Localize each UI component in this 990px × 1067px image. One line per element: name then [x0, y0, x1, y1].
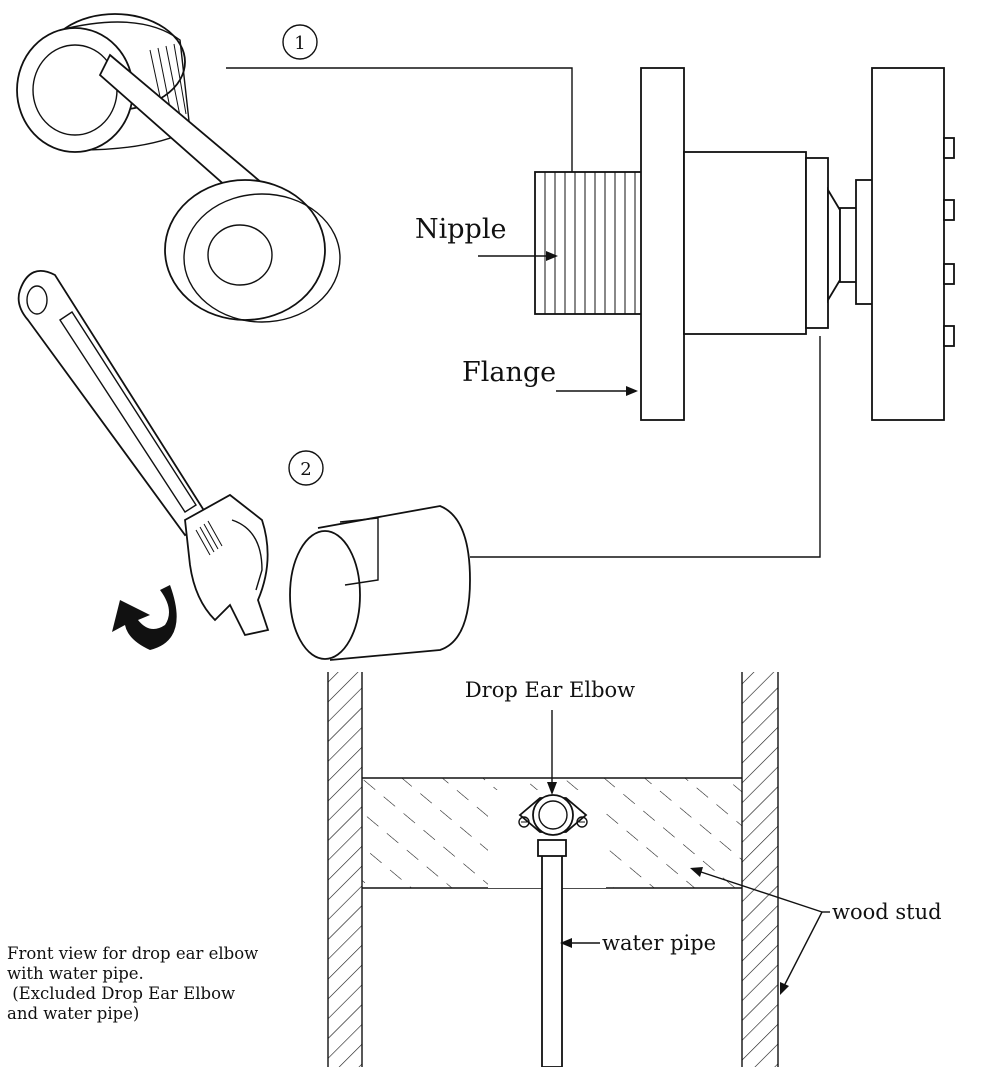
stud-left — [327, 672, 363, 1067]
wood-stud-pointers — [690, 867, 830, 995]
callout-1: 1 — [282, 24, 318, 60]
svg-text:2: 2 — [300, 459, 311, 480]
svg-text:and water pipe): and water pipe) — [7, 1004, 139, 1023]
nipple-label: Nipple — [415, 214, 506, 245]
stud-right — [741, 672, 779, 1067]
flange-pointer — [556, 386, 638, 396]
front-view-note: Front view for drop ear elbow with water… — [7, 944, 258, 1023]
svg-text:with water pipe.: with water pipe. — [7, 964, 144, 983]
wood-stud-label: wood stud — [832, 900, 942, 924]
rotate-arrow-icon — [112, 585, 177, 650]
callout-2: 2 — [288, 450, 324, 486]
water-pipe-pointer — [560, 938, 600, 948]
tape-roll-icon — [16, 13, 341, 323]
cap-icon — [289, 505, 471, 661]
water-pipe-label: water pipe — [602, 931, 716, 955]
leader-line-2 — [470, 336, 821, 558]
water-pipe — [537, 839, 567, 1067]
svg-text:(Excluded Drop Ear Elbow: (Excluded Drop Ear Elbow — [7, 984, 235, 1003]
drop-ear-elbow-label: Drop Ear Elbow — [465, 678, 635, 702]
valve-assembly-icon — [534, 67, 955, 421]
drop-ear-elbow-pointer — [547, 710, 557, 795]
svg-text:1: 1 — [294, 33, 305, 54]
drop-ear-elbow-icon — [518, 794, 588, 836]
flange-label: Flange — [462, 357, 556, 388]
wrench-icon — [17, 270, 270, 637]
leader-line-1 — [226, 67, 573, 175]
svg-text:Front view for drop ear elbow: Front view for drop ear elbow — [7, 944, 258, 963]
nipple-pointer — [478, 251, 558, 261]
